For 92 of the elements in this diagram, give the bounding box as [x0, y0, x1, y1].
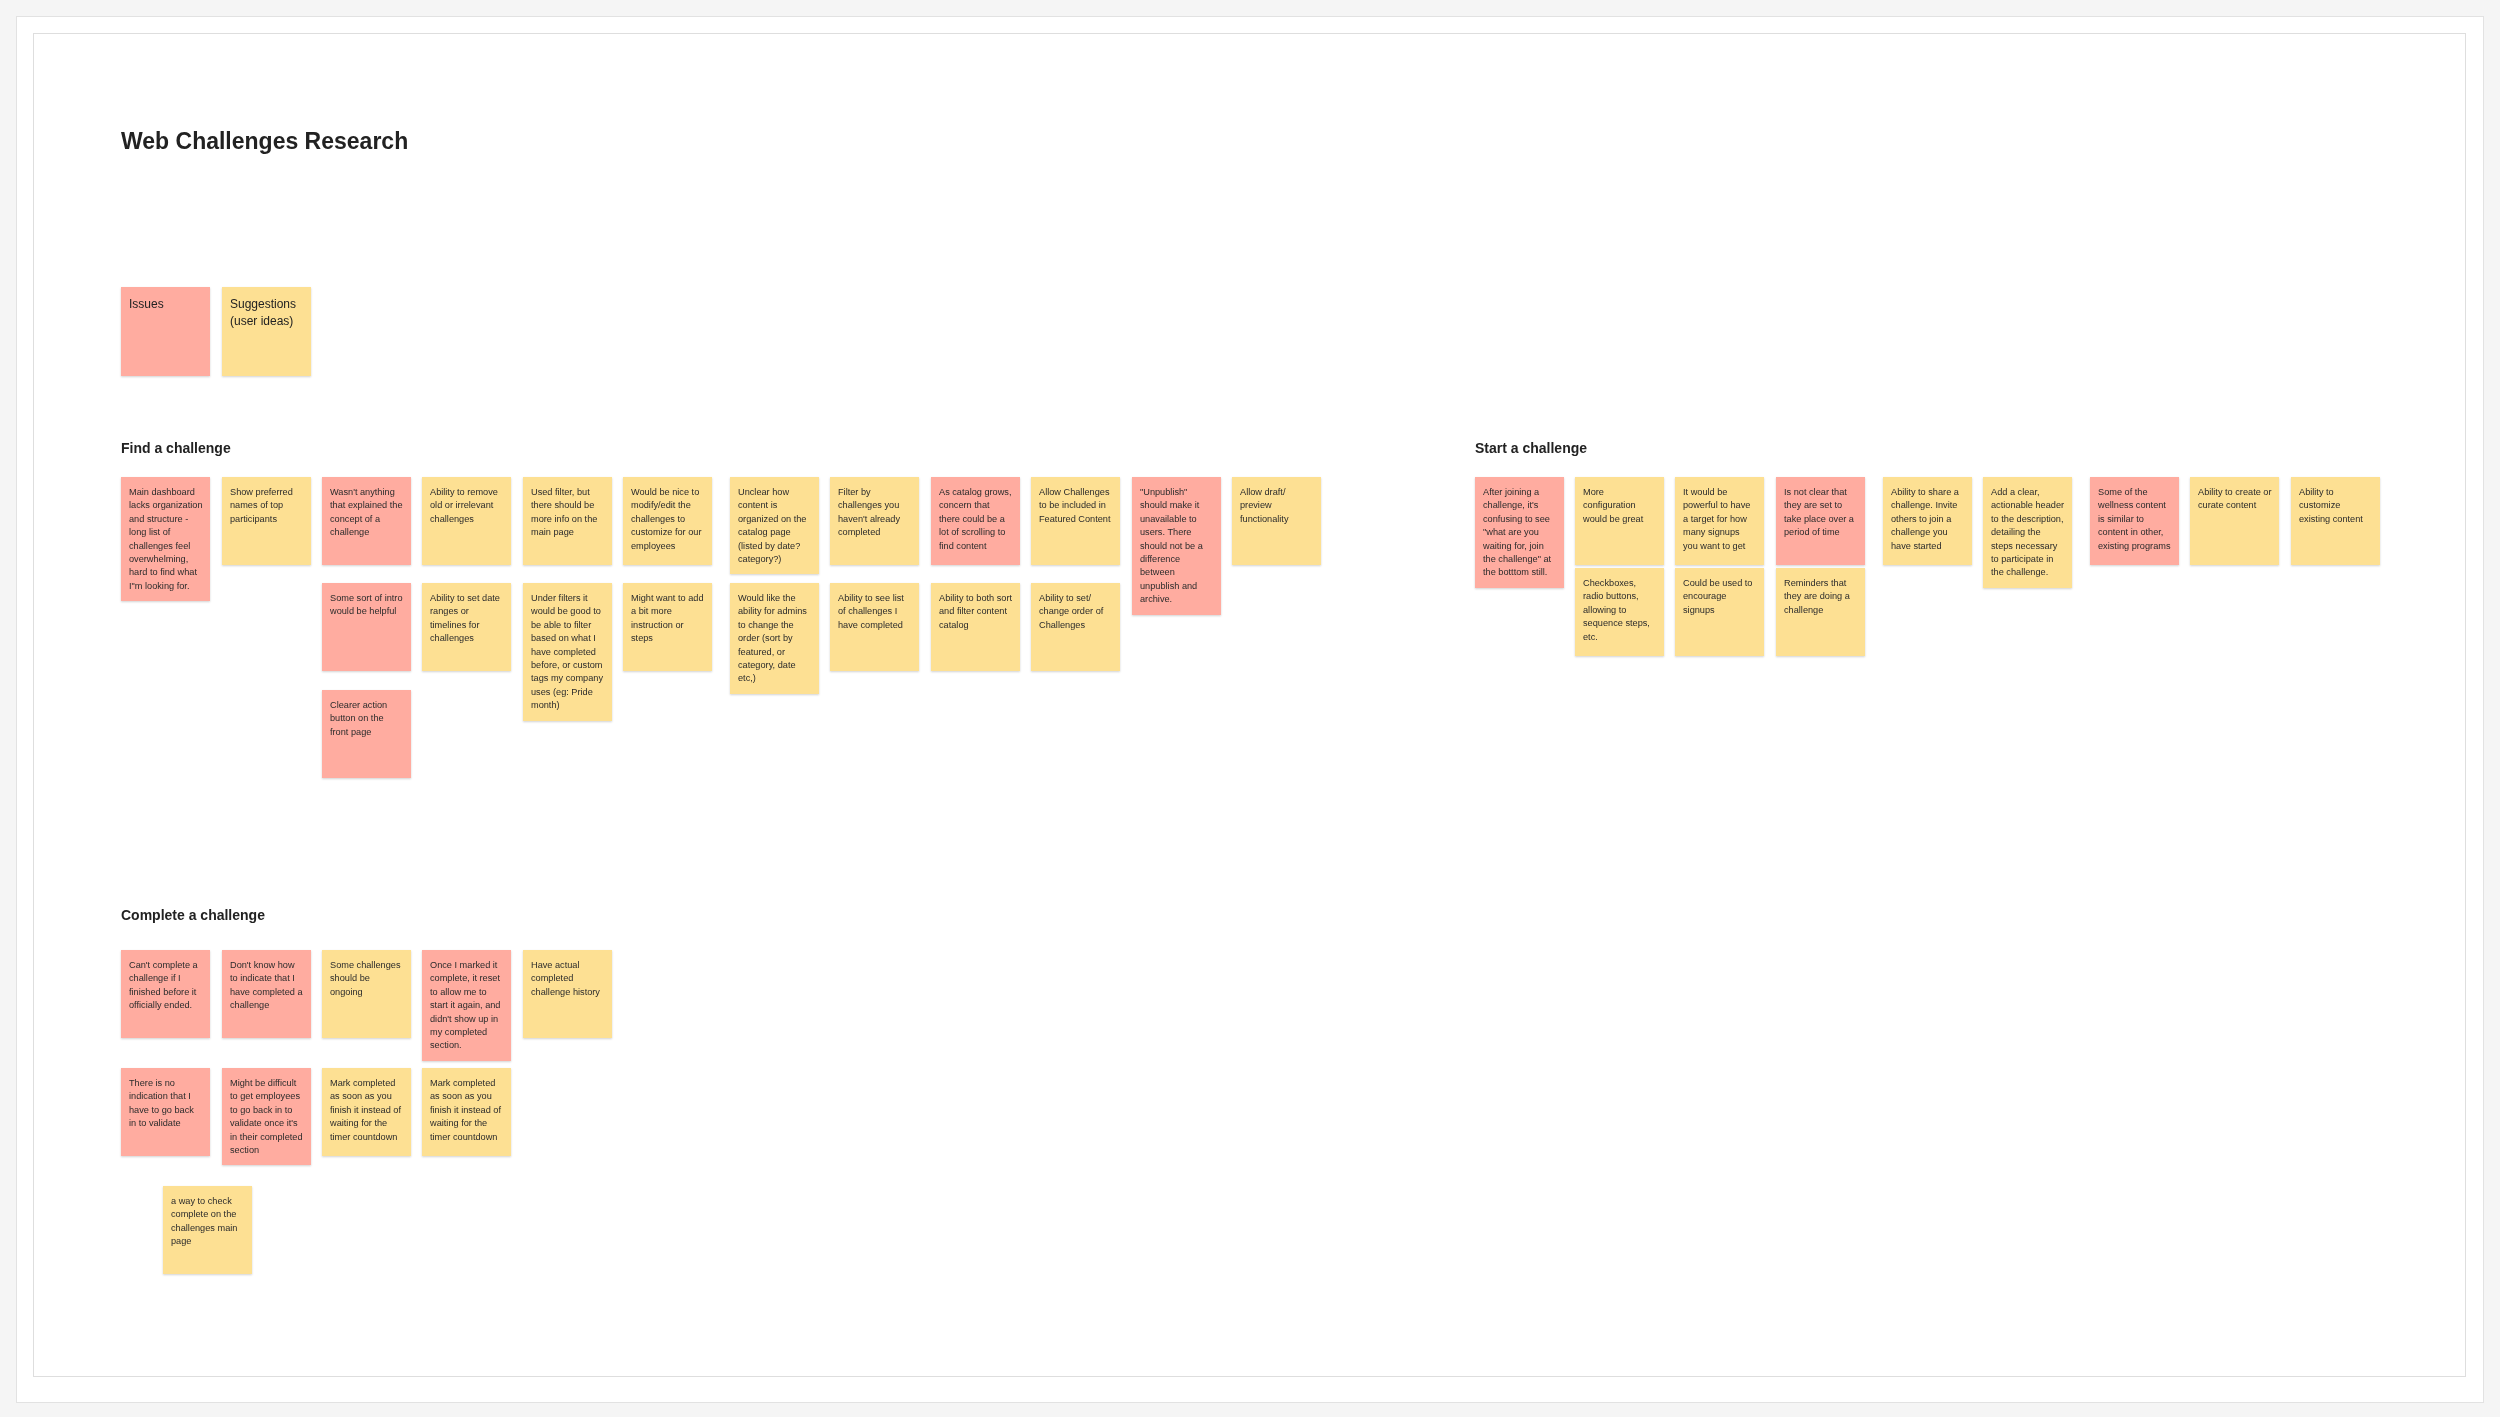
note-text: Ability to see list of challenges I have completed: [838, 592, 905, 632]
section-heading: Start a challenge: [1475, 440, 1588, 456]
note-text: Ability to create or curate content: [2198, 486, 2272, 513]
sticky-note: [322, 477, 411, 565]
note-text: Would like the ability for admins to change the order (sort by featured, or category, date etc,): [738, 592, 808, 686]
sticky-note: [422, 1068, 511, 1156]
sticky-note: [1031, 477, 1120, 565]
sticky-note: [1575, 568, 1664, 656]
note-text: Under filters it would be good to be able to filter based on what I have completed before, or custom tags my company uses (eg: Pride month): [531, 592, 604, 713]
sticky-note: [931, 477, 1020, 565]
sticky-note: [523, 477, 612, 565]
sticky-note: [730, 477, 819, 575]
note-text: Ability to remove old or irrelevant challenges: [430, 486, 499, 526]
sticky-note: [1675, 568, 1764, 656]
sticky-note: [1575, 477, 1664, 565]
sticky-note: [322, 690, 411, 778]
note-text: Used filter, but there should be more info on the main page: [531, 486, 599, 540]
sticky-note: [1132, 477, 1221, 615]
sticky-note: [322, 583, 411, 671]
sticky-note: [730, 583, 819, 694]
note-text: Could be used to encourage signups: [1683, 577, 1754, 617]
note-text: Some sort of intro would be helpful: [330, 592, 404, 619]
sticky-note: [121, 950, 210, 1038]
sticky-note: [222, 477, 311, 565]
sticky-note: [163, 1186, 252, 1274]
note-text: Wasn't anything that explained the concept of a challenge: [330, 486, 404, 540]
title: Web Challenges Research: [121, 128, 409, 155]
note-text: Some of the wellness content is similar to content in other, existing programs: [2098, 486, 2172, 553]
sticky-note: [1776, 568, 1865, 656]
note-text: Once I marked it complete, it reset to allow me to start it again, and didn't show up in my completed section.: [430, 959, 502, 1053]
sticky-note: [121, 477, 210, 602]
note-text: After joining a challenge, it's confusing to see "what are you waiting for, join the challenge" at the botttom still.: [1483, 486, 1553, 580]
note-text: Ability to set date ranges or timelines for challenges: [430, 592, 501, 646]
sticky-note: [830, 583, 919, 671]
note-text: Have actual completed challenge history: [531, 959, 601, 999]
note-text: a way to check complete on the challenges main page: [171, 1195, 239, 1249]
sticky-note: [931, 583, 1020, 671]
note-text: Unclear how content is organized on the catalog page (listed by date? category?): [738, 486, 808, 567]
note-text: Main dashboard lacks organization and structure - long list of challenges feel overwhelming, hard to find what I"m looking for.: [129, 486, 203, 593]
sticky-note: [2291, 477, 2380, 565]
section-heading: Complete a challenge: [121, 907, 265, 923]
note-text: Ability to both sort and filter content catalog: [939, 592, 1013, 632]
note-text: Allow draft/ preview functionality: [1240, 486, 1290, 526]
sticky-note: [422, 583, 511, 671]
note-text: Mark completed as soon as you finish it instead of waiting for the timer countdown: [430, 1077, 502, 1144]
sticky-note: [121, 1068, 210, 1156]
note-text: Can't complete a challenge if I finished before it officially ended.: [129, 959, 199, 1013]
note-text: More configuration would be great: [1583, 486, 1645, 526]
sticky-note: [2090, 477, 2179, 565]
note-text: Is not clear that they are set to take place over a period of time: [1784, 486, 1855, 540]
sticky-note: [830, 477, 919, 565]
sticky-note: [1883, 477, 1972, 565]
legend-text: Issues: [129, 296, 165, 313]
note-text: As catalog grows, concern that there could be a lot of scrolling to find content: [939, 486, 1013, 553]
note-text: Would be nice to modify/edit the challenges to customize for our employees: [631, 486, 703, 553]
note-text: Might want to add a bit more instruction or steps: [631, 592, 705, 646]
sticky-note: [2190, 477, 2279, 565]
note-text: It would be powerful to have a target for how many signups you want to get: [1683, 486, 1752, 553]
note-text: Reminders that they are doing a challenge: [1784, 577, 1851, 617]
sticky-note: [1475, 477, 1564, 588]
note-text: There is no indication that I have to go back in to validate: [129, 1077, 195, 1131]
legend-text: Suggestions (user ideas): [230, 296, 298, 330]
sticky-note: [322, 950, 411, 1038]
section-heading: Find a challenge: [121, 440, 231, 456]
sticky-note: [1675, 477, 1764, 565]
sticky-note: [1232, 477, 1321, 565]
sticky-note: [1031, 583, 1120, 671]
note-text: Ability to set/ change order of Challenges: [1039, 592, 1105, 632]
note-text: Might be difficult to get employees to go back in to validate once it's in their completed section: [230, 1077, 304, 1158]
sticky-note: [623, 477, 712, 565]
sticky-note: [523, 950, 612, 1038]
sticky-note: [422, 477, 511, 565]
sticky-note: [523, 583, 612, 721]
sticky-note: [222, 950, 311, 1038]
note-text: Clearer action button on the front page: [330, 699, 389, 739]
sticky-note: [1983, 477, 2072, 588]
note-text: Mark completed as soon as you finish it instead of waiting for the timer countdown: [330, 1077, 402, 1144]
note-text: Ability to share a challenge. Invite others to join a challenge you have started: [1891, 486, 1960, 553]
note-text: Checkboxes, radio buttons, allowing to sequence steps, etc.: [1583, 577, 1651, 644]
sticky-note: [623, 583, 712, 671]
sticky-note: [1776, 477, 1865, 565]
note-text: "Unpublish" should make it unavailable to users. There should not be a difference between unpublish and archive.: [1140, 486, 1204, 607]
note-text: Add a clear, actionable header to the description, detailing the steps necessary to participate in the challenge.: [1991, 486, 2065, 580]
note-text: Allow Challenges to be included in Featured Content: [1039, 486, 1112, 526]
sticky-note: [322, 1068, 411, 1156]
note-text: Don't know how to indicate that I have completed a challenge: [230, 959, 304, 1013]
note-text: Show preferred names of top participants: [230, 486, 294, 526]
sticky-note: [222, 1068, 311, 1166]
note-text: Filter by challenges you haven't already completed: [838, 486, 902, 540]
note-text: Some challenges should be ongoing: [330, 959, 402, 999]
sticky-note: [422, 950, 511, 1061]
note-text: Ability to customize existing content: [2299, 486, 2364, 526]
